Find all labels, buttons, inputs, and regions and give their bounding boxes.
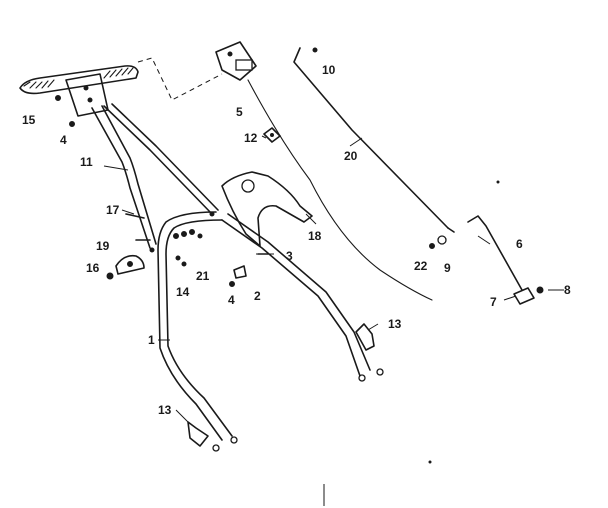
callout-2: 2: [254, 289, 261, 303]
part-8-nut: [536, 286, 544, 294]
part-19-knob: [115, 254, 145, 275]
callout-15: 15: [22, 113, 36, 127]
part-18-shield: [221, 171, 313, 247]
callout-5: 5: [236, 105, 243, 119]
callout-19: 19: [96, 239, 110, 253]
callout-22: 22: [414, 259, 428, 273]
reference-dashed-line: [137, 57, 223, 101]
callout-1: 1: [148, 333, 155, 347]
part-22-nut: [429, 243, 435, 249]
callout-9: 9: [444, 261, 451, 275]
callout-8: 8: [564, 283, 571, 297]
part-2-bracket: [233, 265, 247, 279]
callout-17: 17: [106, 203, 120, 217]
callout-6: 6: [516, 237, 523, 251]
part-20-shift-rod: [293, 47, 455, 233]
callout-21: 21: [196, 269, 210, 283]
scan-artifacts: [323, 180, 500, 506]
part-4-screw-lower: [229, 281, 235, 287]
callout-7: 7: [490, 295, 497, 309]
part-16-nut: [106, 272, 114, 280]
control-cable: [247, 79, 433, 301]
part-1-lower-handle: [157, 211, 384, 452]
callout-leaders: [103, 135, 564, 425]
part-15-grip-bar: [19, 65, 139, 117]
callout-20: 20: [344, 149, 358, 163]
callout-13-lower: 13: [158, 403, 172, 417]
part-17-bolt: [125, 213, 145, 219]
part-11-upper-handle: [91, 103, 219, 253]
callout-18: 18: [308, 229, 322, 243]
part-5-control-bracket: [215, 41, 257, 81]
part-9-washer: [437, 235, 447, 245]
callout-16: 16: [86, 261, 100, 275]
callout-10: 10: [322, 63, 336, 77]
part-4-screw: [69, 121, 75, 127]
part-6-rod: [467, 215, 523, 291]
part-13-bracket-lower: [187, 421, 209, 447]
callout-11: 11: [80, 155, 93, 169]
callout-4-lower: 4: [228, 293, 235, 307]
part-7-rod-end: [513, 287, 535, 305]
callout-4-upper: 4: [60, 133, 67, 147]
callout-3: 3: [286, 249, 293, 263]
parts-14-21-hardware: [173, 229, 203, 267]
callout-12: 12: [244, 131, 258, 145]
part-12-cable-clip: [263, 127, 281, 143]
callout-13-upper: 13: [388, 317, 402, 331]
part-13-bracket-upper: [355, 323, 375, 351]
callout-labels: 15 4 11 17 19 16 5 12 10 20 18 3 21 14 2…: [22, 63, 571, 417]
callout-14: 14: [176, 285, 190, 299]
